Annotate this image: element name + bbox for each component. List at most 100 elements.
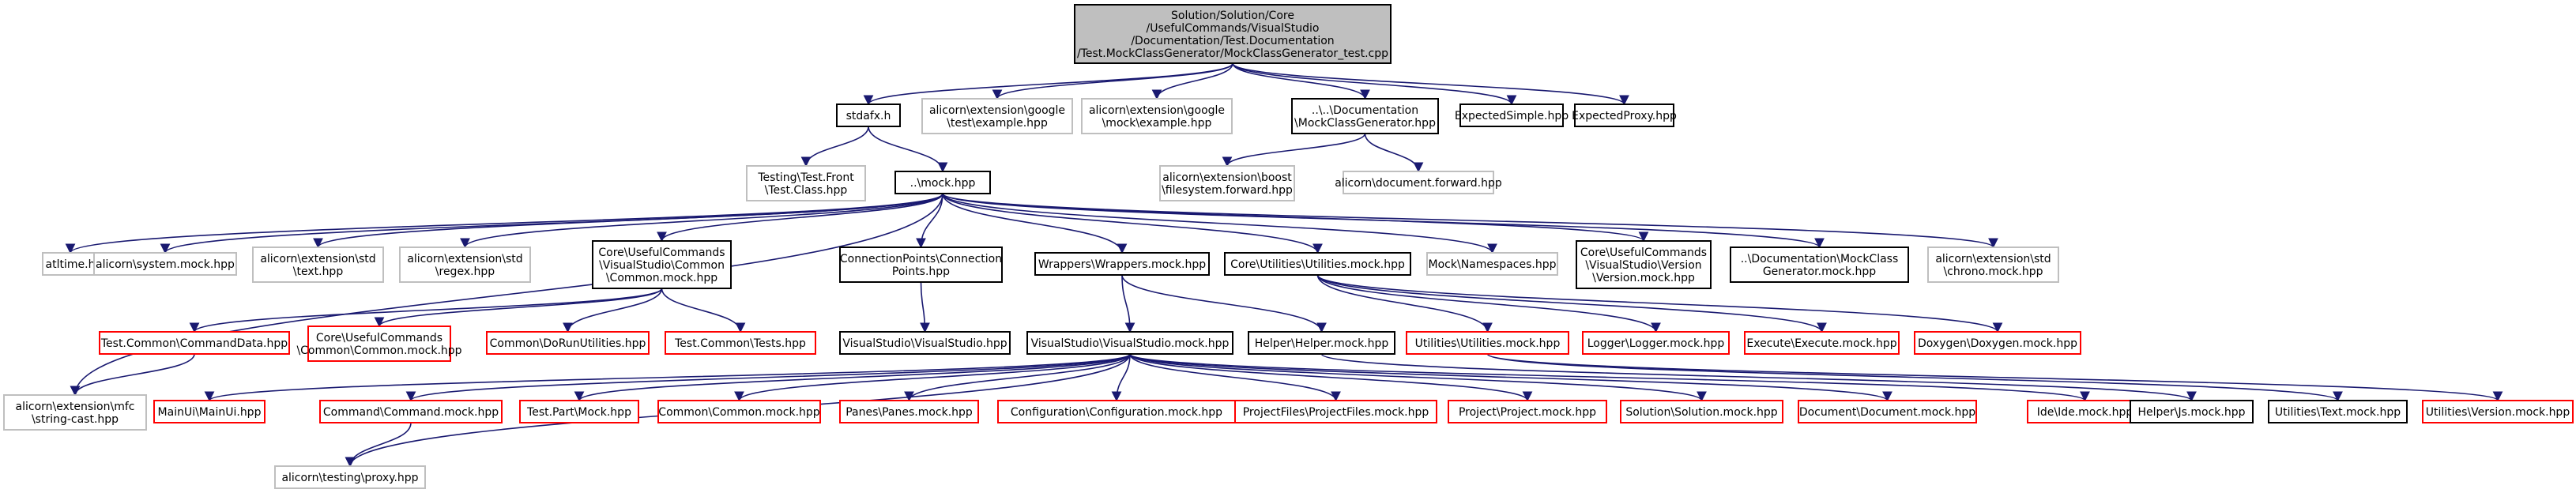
node-label-line: atltime.h [46,258,96,271]
node-project-mock[interactable]: Project\Project.mock.hpp [1448,400,1607,423]
node-common-common-mock[interactable]: Common\Common.mock.hpp [657,400,821,423]
edge-vs-visualstudio-mock-to-command-mock [405,353,1131,402]
node-execute-mock[interactable]: Execute\Execute.mock.hpp [1744,331,1900,355]
node-root[interactable]: Solution/Solution/Core/UsefulCommands/Vi… [1074,4,1392,64]
nodes-layer: Solution/Solution/Core/UsefulCommands/Vi… [3,4,2574,489]
node-box [1234,400,1437,423]
node-box [997,400,1236,423]
node-doxygen-mock[interactable]: Doxygen\Doxygen.mock.hpp [1914,331,2081,355]
node-ide-mock[interactable]: Ide\Ide.mock.hpp [2027,400,2143,423]
edge-vs-visualstudio-mock-to-projectfiles-mock [1129,353,1341,402]
node-label-line: alicorn\extension\google [1089,104,1225,117]
edge-core-utilities-to-doxygen-mock [1316,274,2003,333]
node-vs-visualstudio-mock[interactable]: VisualStudio\VisualStudio.mock.hpp [1026,331,1233,355]
node-stdafx[interactable]: stdafx.h [836,103,901,127]
node-testing-front[interactable]: Testing\Test.Front\Test.Class.hpp [746,165,866,201]
node-panes-mock[interactable]: Panes\Panes.mock.hpp [839,400,979,423]
node-std-text[interactable]: alicorn\extension\std\text.hpp [252,246,384,283]
node-projectfiles-mock[interactable]: ProjectFiles\ProjectFiles.mock.hpp [1234,400,1437,423]
node-box [665,331,816,355]
node-box [1248,331,1395,355]
node-label-line: \filesystem.forward.hpp [1162,184,1293,197]
edge-root-to-expected-simple [1232,62,1517,106]
node-test-common-cmddata[interactable]: Test.Common\CommandData.hpp [99,331,290,355]
node-configuration-mock[interactable]: Configuration\Configuration.mock.hpp [997,400,1236,423]
node-std-regex[interactable]: alicorn\extension\std\regex.hpp [399,246,531,283]
node-box [1798,400,1977,423]
node-label-line: ..\mock.hpp [910,177,976,190]
node-box [1343,171,1494,194]
node-mfc-string-cast[interactable]: alicorn\extension\mfc\string-cast.hpp [3,394,147,431]
node-label-line: Points.hpp [892,265,950,278]
node-wrappers[interactable]: Wrappers\Wrappers.mock.hpp [1034,252,1210,276]
node-box [1081,98,1233,134]
node-helper-js-mock[interactable]: Helper\Js.mock.hpp [2130,400,2254,423]
node-utilities-version-mock[interactable]: Utilities\Version.mock.hpp [2422,400,2574,423]
edge-vs-visualstudio-mock-to-ide-mock [1129,353,2090,402]
node-google-test[interactable]: alicorn\extension\google\test\example.hp… [921,98,1073,134]
node-version-mock-ns[interactable]: Core\UsefulCommands\VisualStudio\Version… [1576,240,1712,289]
edge-common-mock-ns-to-core-common-mock [374,288,663,328]
node-box [592,240,732,289]
edge-wrappers-to-vs-visualstudio-mock [1121,274,1135,333]
edge-root-to-expected-proxy [1232,62,1629,106]
node-std-chrono[interactable]: alicorn\extension\std\chrono.mock.hpp [1927,246,2059,283]
node-atltime[interactable]: atltime.h [42,252,99,276]
edge-mock-hpp-to-common-mock-ns [657,193,943,243]
node-test-part-mock[interactable]: Test.Part\Mock.hpp [519,400,639,423]
edge-vs-visualstudio-mock-to-panes-mock [904,353,1131,402]
edge-root-to-google-mock [1151,62,1233,100]
node-mock-hpp[interactable]: ..\mock.hpp [894,171,991,194]
node-label-line: \VisualStudio\Common [599,259,725,272]
node-label-line: ProjectFiles\ProjectFiles.mock.hpp [1243,406,1429,419]
node-utilities-text-mock[interactable]: Utilities\Text.mock.hpp [2268,400,2408,423]
node-testing-proxy[interactable]: alicorn\testing\proxy.hpp [274,465,426,489]
node-label-line: /Test.MockClassGenerator/MockClassGenera… [1077,47,1388,60]
node-box [1406,331,1569,355]
node-document-mock[interactable]: Document\Document.mock.hpp [1798,400,1977,423]
node-label-line: alicorn\extension\boost [1162,171,1292,184]
node-box [1448,400,1607,423]
node-box [93,252,237,276]
node-solution-mock[interactable]: Solution\Solution.mock.hpp [1620,400,1783,423]
node-mock-namespaces[interactable]: Mock\Namespaces.hpp [1426,252,1558,276]
node-google-mock[interactable]: alicorn\extension\google\mock\example.hp… [1081,98,1233,134]
node-box [99,331,290,355]
node-utilities-mock[interactable]: Utilities\Utilities.mock.hpp [1406,331,1569,355]
node-box [894,171,991,194]
node-expected-proxy[interactable]: ExpectedProxy.hpp [1572,103,1677,127]
node-core-utilities[interactable]: Core\Utilities\Utilities.mock.hpp [1224,252,1411,276]
node-box [1459,103,1564,127]
node-logger-mock[interactable]: Logger\Logger.mock.hpp [1582,331,1730,355]
node-box [2422,400,2574,423]
node-common-mock-ns[interactable]: Core\UsefulCommands\VisualStudio\Common\… [592,240,732,289]
node-box [746,165,866,201]
edge-vs-visualstudio-mock-to-solution-mock [1129,353,1707,402]
edge-utilities-mock-to-utilities-text-mock [1486,353,2343,402]
edge-core-utilities-to-execute-mock [1316,274,1827,333]
node-boost-fs[interactable]: alicorn\extension\boost\filesystem.forwa… [1159,165,1295,201]
node-expected-simple[interactable]: ExpectedSimple.hpp [1455,103,1569,127]
edge-root-to-google-test [992,62,1233,100]
node-core-common-mock[interactable]: Core\UsefulCommands\Common\Common.mock.h… [296,326,462,362]
node-connection-points[interactable]: ConnectionPoints\ConnectionPoints.hpp [839,246,1003,283]
node-label-line: Doxygen\Doxygen.mock.hpp [1918,337,2077,350]
node-label-line: Generator.mock.hpp [1763,265,1876,278]
node-test-common-tests[interactable]: Test.Common\Tests.hpp [665,331,816,355]
node-doc-forward[interactable]: alicorn\document.forward.hpp [1335,171,1502,194]
node-box [1074,4,1392,64]
node-mainui-mock[interactable]: MainUi\MainUi.hpp [153,400,266,423]
edge-vs-visualstudio-mock-to-project-mock [1129,353,1533,402]
node-label-line: Core\UsefulCommands [598,246,725,259]
node-doc-mockclass[interactable]: ..\Documentation\MockClassGenerator.mock… [1730,246,1909,283]
edge-mockclassgen-to-boost-fs [1222,133,1366,167]
node-vs-visualstudio[interactable]: VisualStudio\VisualStudio.hpp [839,331,1011,355]
node-label-line: Helper\Helper.mock.hpp [1255,337,1389,350]
node-common-dorun[interactable]: Common\DoRunUtilities.hpp [486,331,650,355]
node-label-line: Core\Utilities\Utilities.mock.hpp [1230,258,1405,271]
node-helper-mock[interactable]: Helper\Helper.mock.hpp [1248,331,1395,355]
node-system-mock[interactable]: alicorn\system.mock.hpp [93,252,237,276]
node-mockclassgen[interactable]: ..\..\Documentation\MockClassGenerator.h… [1291,98,1439,134]
node-label-line: ExpectedSimple.hpp [1455,110,1569,122]
node-command-mock[interactable]: Command\Command.mock.hpp [319,400,503,423]
